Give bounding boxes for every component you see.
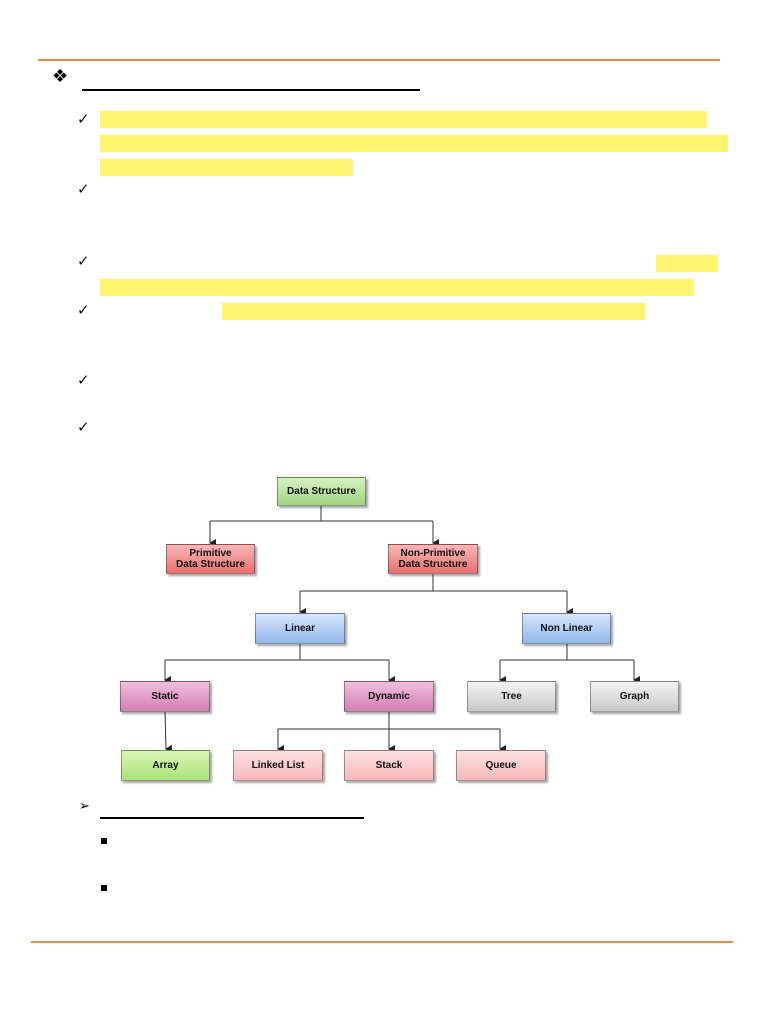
arrow-right-icon: ➢ — [79, 799, 90, 814]
node-static: Static — [120, 681, 210, 712]
square-bullet-icon — [101, 885, 107, 891]
node-array: Array — [121, 750, 210, 781]
check-mark-icon: ✓ — [77, 301, 90, 319]
square-bullet-icon — [101, 838, 107, 844]
highlighted-text — [222, 303, 645, 320]
highlighted-text — [100, 135, 728, 152]
check-mark-icon: ✓ — [77, 252, 90, 270]
check-mark-icon: ✓ — [77, 418, 90, 436]
check-mark-icon: ✓ — [77, 371, 90, 389]
node-non-primitive-data-structure: Non-Primitive Data Structure — [388, 544, 478, 574]
highlighted-text — [100, 111, 707, 128]
node-non-linear: Non Linear — [522, 613, 611, 644]
node-tree: Tree — [467, 681, 556, 712]
node-graph: Graph — [590, 681, 679, 712]
highlighted-text — [100, 159, 353, 176]
node-dynamic: Dynamic — [344, 681, 434, 712]
section-heading-underline — [82, 89, 420, 91]
sub-heading-underline — [100, 817, 364, 819]
check-mark-icon: ✓ — [77, 110, 90, 128]
header-rule — [38, 59, 720, 61]
highlighted-text — [100, 279, 694, 296]
node-primitive-data-structure: Primitive Data Structure — [166, 544, 255, 574]
check-mark-icon: ✓ — [77, 180, 90, 198]
node-linear: Linear — [255, 613, 345, 644]
node-linked-list: Linked List — [233, 750, 323, 781]
node-stack: Stack — [344, 750, 434, 781]
footer-rule — [31, 941, 733, 943]
node-data-structure: Data Structure — [277, 477, 366, 506]
highlighted-text — [656, 255, 718, 272]
node-queue: Queue — [456, 750, 546, 781]
diamond-cluster-icon: ❖ — [52, 66, 69, 87]
